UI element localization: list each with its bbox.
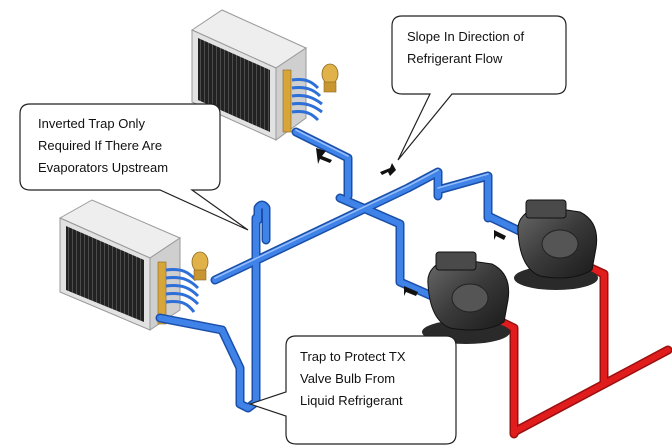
compressor-rear [514,199,598,290]
compressor-front [422,251,510,344]
flow-arrow-icon [404,286,418,296]
callout-inverted-trap-text: Inverted Trap Only Required If There Are… [38,116,169,175]
upper-txv-bulb [321,63,339,93]
suction-piping [155,127,535,413]
upper-distributor-tubes [291,78,323,122]
flow-arrow-icon [494,230,506,240]
callout-bubble-inverted-trap [19,103,249,231]
flow-arrows [316,148,506,296]
lower-evaporator-coil [58,199,182,331]
upper-evaporator-coil [190,9,308,141]
flow-arrow-icon [380,163,396,176]
lower-txv-bulb [191,251,209,281]
flow-arrow-icon [316,148,332,164]
callout-slope-text: Slope In Direction of Refrigerant Flow [407,29,525,66]
callout-bubble-slope [391,15,567,161]
callout-bubble-trap [248,335,457,445]
callout-trap-text: Trap to Protect TX Valve Bulb From Liqui… [300,349,406,408]
